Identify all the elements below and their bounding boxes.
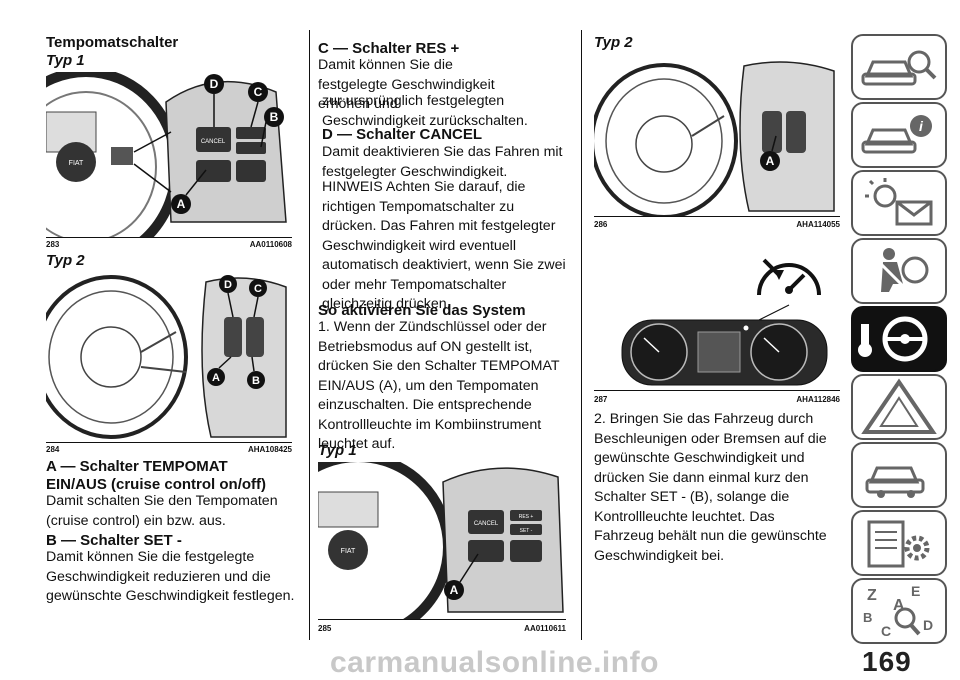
switch-b-text: Damit können Sie die festgelegte Geschwi… [46, 549, 295, 604]
figure-286: A [590, 56, 840, 219]
steering-wheel-typ2-illustration: D C A B [34, 275, 287, 439]
figure-287-code: AHA112846 [796, 395, 840, 404]
svg-text:C: C [881, 623, 891, 639]
tab-vehicle-overview[interactable] [851, 34, 947, 100]
switch-d-text: Damit deaktivieren Sie das Fahren mit fe… [322, 144, 563, 180]
figure-285-code: AA0110611 [524, 624, 566, 633]
watermark: carmanualsonline.info [330, 646, 659, 679]
tab-vehicle-info[interactable]: i [851, 102, 947, 168]
svg-text:D: D [923, 617, 933, 633]
svg-text:FIAT: FIAT [341, 548, 356, 555]
step-2-text: 2. Bringen Sie das Fahrzeug durch Beschl… [594, 411, 827, 564]
type-label: Typ 2 [594, 34, 633, 51]
hinweis-note: HINWEIS Achten Sie darauf, die richtigen… [322, 179, 566, 312]
svg-text:i: i [919, 118, 924, 134]
fiat-logo-text: FIAT [69, 160, 84, 167]
figure-285: FIAT CANCEL RES + SET - A [263, 452, 566, 642]
warning-triangle-icon [861, 378, 937, 434]
car-service-icon [865, 466, 925, 498]
switch-a-text: Damit schalten Sie den Tempomaten (cruis… [46, 493, 278, 529]
switch-c-heading: C — Schalter RES + [318, 40, 460, 57]
figure-285-number: 285 [318, 624, 332, 633]
switch-b-heading: B — Schalter SET - [46, 532, 182, 549]
tab-index[interactable]: Z E A B C D [851, 578, 947, 644]
svg-text:RES +: RES + [519, 514, 534, 520]
light-message-icon [865, 178, 933, 226]
column-divider [309, 30, 310, 640]
svg-text:D: D [210, 77, 219, 91]
figure-287-number: 287 [594, 395, 608, 404]
activate-heading: So aktivieren Sie das System [318, 302, 526, 319]
type-label: Typ 1 [318, 442, 357, 459]
svg-text:E: E [911, 583, 920, 599]
svg-text:CANCEL: CANCEL [201, 139, 226, 145]
figure-287 [594, 240, 840, 391]
figure-283-number: 283 [46, 240, 60, 249]
figure-284-code: AHA108425 [247, 445, 292, 454]
cruise-control-indicator-icon [757, 258, 821, 296]
section-title: Tempomatschalter [46, 34, 179, 51]
svg-text:A: A [177, 197, 186, 211]
type-label: Typ 2 [46, 252, 85, 269]
tab-maintenance[interactable] [851, 442, 947, 508]
tab-starting-driving[interactable] [851, 306, 947, 372]
figure-283: FIAT CANCEL D C B A [0, 67, 292, 267]
alphabet-index-icon: Z E A B C D [863, 583, 933, 639]
switch-c-text-1: Damit können Sie die festgelegte Geschwi… [318, 57, 495, 112]
column-divider [581, 30, 582, 640]
car-info-icon: i [861, 115, 932, 154]
svg-text:CANCEL: CANCEL [474, 521, 499, 527]
switch-d-heading: D — Schalter CANCEL [322, 126, 483, 143]
svg-text:D: D [224, 279, 232, 291]
figure-286-number: 286 [594, 220, 608, 229]
steering-wheel-typ2-closeup-illustration: A [590, 61, 835, 219]
svg-text:A: A [212, 372, 220, 384]
svg-text:A: A [450, 583, 459, 597]
type-label: Typ 1 [46, 52, 85, 69]
instrument-cluster-illustration [621, 258, 828, 386]
tab-technical-data[interactable] [851, 510, 947, 576]
switch-a-heading: A — Schalter TEMPOMAT EIN/AUS (cruise co… [46, 458, 267, 493]
tab-emergency[interactable] [851, 374, 947, 440]
svg-text:B: B [863, 610, 872, 625]
car-search-icon [861, 50, 937, 86]
svg-text:B: B [252, 375, 260, 387]
step-1-text: 1. Wenn der Zündschlüssel oder der Betri… [318, 319, 560, 452]
svg-text:SET -: SET - [520, 528, 533, 534]
svg-text:B: B [270, 110, 279, 124]
figure-283-code: AA0110608 [249, 240, 292, 249]
switch-c-text-2: zur ursprünglich festgelegten Geschwindi… [322, 93, 528, 129]
steering-wheel-typ1-closeup-illustration: FIAT CANCEL RES + SET - A [263, 452, 564, 642]
figure-284-number: 284 [46, 445, 60, 454]
airbag-seatbelt-icon [879, 248, 929, 292]
svg-text:C: C [254, 283, 262, 295]
figure-284: D C A B [34, 272, 292, 443]
steering-wheel-typ1-illustration: FIAT CANCEL D C B A [0, 67, 292, 267]
key-steering-wheel-icon [858, 316, 928, 362]
figure-286-code: AHA114055 [796, 220, 840, 229]
svg-text:C: C [254, 85, 263, 99]
svg-text:Z: Z [867, 587, 877, 604]
page-number: 169 [862, 646, 912, 677]
svg-text:A: A [766, 154, 775, 168]
tab-safety[interactable] [851, 238, 947, 304]
document-gear-icon [867, 520, 930, 568]
tab-warning-lights[interactable] [851, 170, 947, 236]
